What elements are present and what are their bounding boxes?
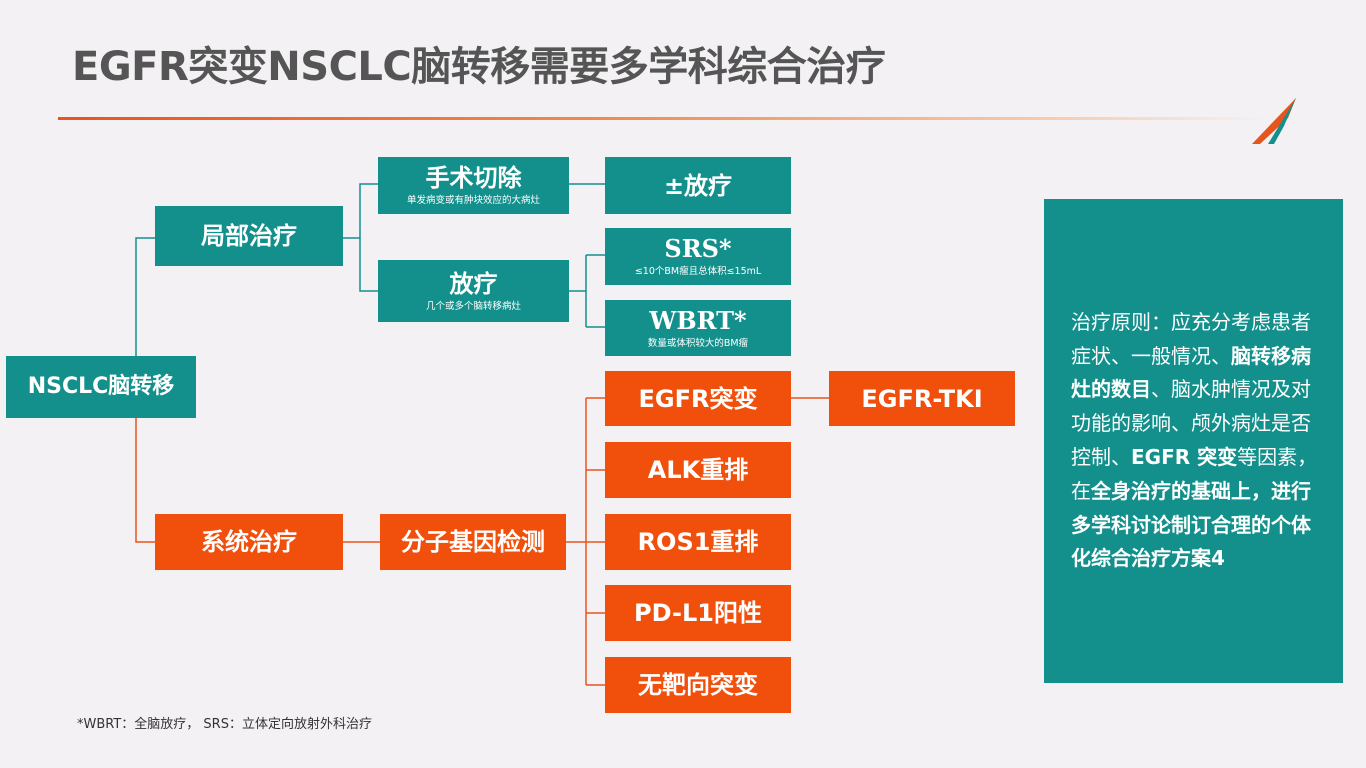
node-optional-radiotherapy: ±放疗 [605, 157, 791, 214]
node-sublabel: ≤10个BM瘤且总体积≤15mL [634, 266, 762, 277]
principle-bold-2: EGFR 突变 [1131, 445, 1238, 469]
node-radiotherapy: 放疗 几个或多个脑转移病灶 [378, 260, 569, 322]
node-label: WBRT* [649, 305, 747, 335]
node-wbrt: WBRT* 数量或体积较大的BM瘤 [605, 300, 791, 356]
node-label: 手术切除 [425, 164, 522, 192]
principle-text-2: 、脑水肿情况及对功能的影响、颅外病灶是否控制、 [1071, 377, 1311, 469]
node-alk-rearrangement: ALK重排 [605, 442, 791, 498]
title-underline [58, 117, 1268, 120]
node-pdl1-positive: PD-L1阳性 [605, 585, 791, 641]
node-label: ±放疗 [663, 171, 733, 200]
node-label: ROS1重排 [637, 528, 759, 556]
treatment-principle-text: 治疗原则：应充分考虑患者症状、一般情况、脑转移病灶的数目、脑水肿情况及对功能的影… [1071, 306, 1323, 576]
treatment-principle-panel: 治疗原则：应充分考虑患者症状、一般情况、脑转移病灶的数目、脑水肿情况及对功能的影… [1044, 199, 1343, 683]
node-label: 分子基因检测 [401, 528, 545, 556]
node-label: PD-L1阳性 [634, 599, 762, 627]
node-label: 局部治疗 [201, 222, 297, 250]
principle-text-1: 治疗原则：应充分考虑患者症状、一般情况、 [1071, 309, 1311, 368]
node-molecular-testing: 分子基因检测 [380, 514, 566, 570]
node-sublabel: 数量或体积较大的BM瘤 [647, 337, 749, 349]
node-sublabel: 几个或多个脑转移病灶 [425, 300, 521, 312]
node-no-targetable-mutation: 无靶向突变 [605, 657, 791, 713]
node-ros1-rearrangement: ROS1重排 [605, 514, 791, 570]
node-label: 系统治疗 [201, 528, 297, 556]
node-label: NSCLC脑转移 [27, 374, 175, 399]
node-local-therapy: 局部治疗 [155, 206, 343, 266]
node-label: ALK重排 [647, 456, 749, 484]
node-srs: SRS* ≤10个BM瘤且总体积≤15mL [605, 228, 791, 285]
node-egfr-mutation: EGFR突变 [605, 371, 791, 426]
node-surgery: 手术切除 单发病变或有肿块效应的大病灶 [378, 157, 569, 214]
principle-bold-3: 全身治疗的基础上，进行多学科讨论制订合理的个体化综合治疗方案4 [1071, 478, 1311, 571]
node-label: 放疗 [449, 269, 498, 298]
principle-text-3: 等因素，在 [1071, 445, 1318, 503]
node-label: 无靶向突变 [638, 671, 758, 699]
node-label: EGFR突变 [638, 384, 758, 413]
node-nsclc-brain-metastasis: NSCLC脑转移 [6, 356, 196, 418]
footnote: *WBRT：全脑放疗， SRS：立体定向放射外科治疗 [77, 717, 372, 732]
brand-logo-icon [1252, 98, 1296, 144]
node-label: EGFR-TKI [861, 384, 983, 413]
page-title: EGFR突变NSCLC脑转移需要多学科综合治疗 [72, 44, 886, 90]
node-systemic-therapy: 系统治疗 [155, 514, 343, 570]
node-egfr-tki: EGFR-TKI [829, 371, 1015, 426]
node-sublabel: 单发病变或有肿块效应的大病灶 [406, 195, 540, 206]
principle-bold-1: 脑转移病灶的数目 [1071, 343, 1311, 402]
node-label: SRS* [664, 234, 732, 263]
